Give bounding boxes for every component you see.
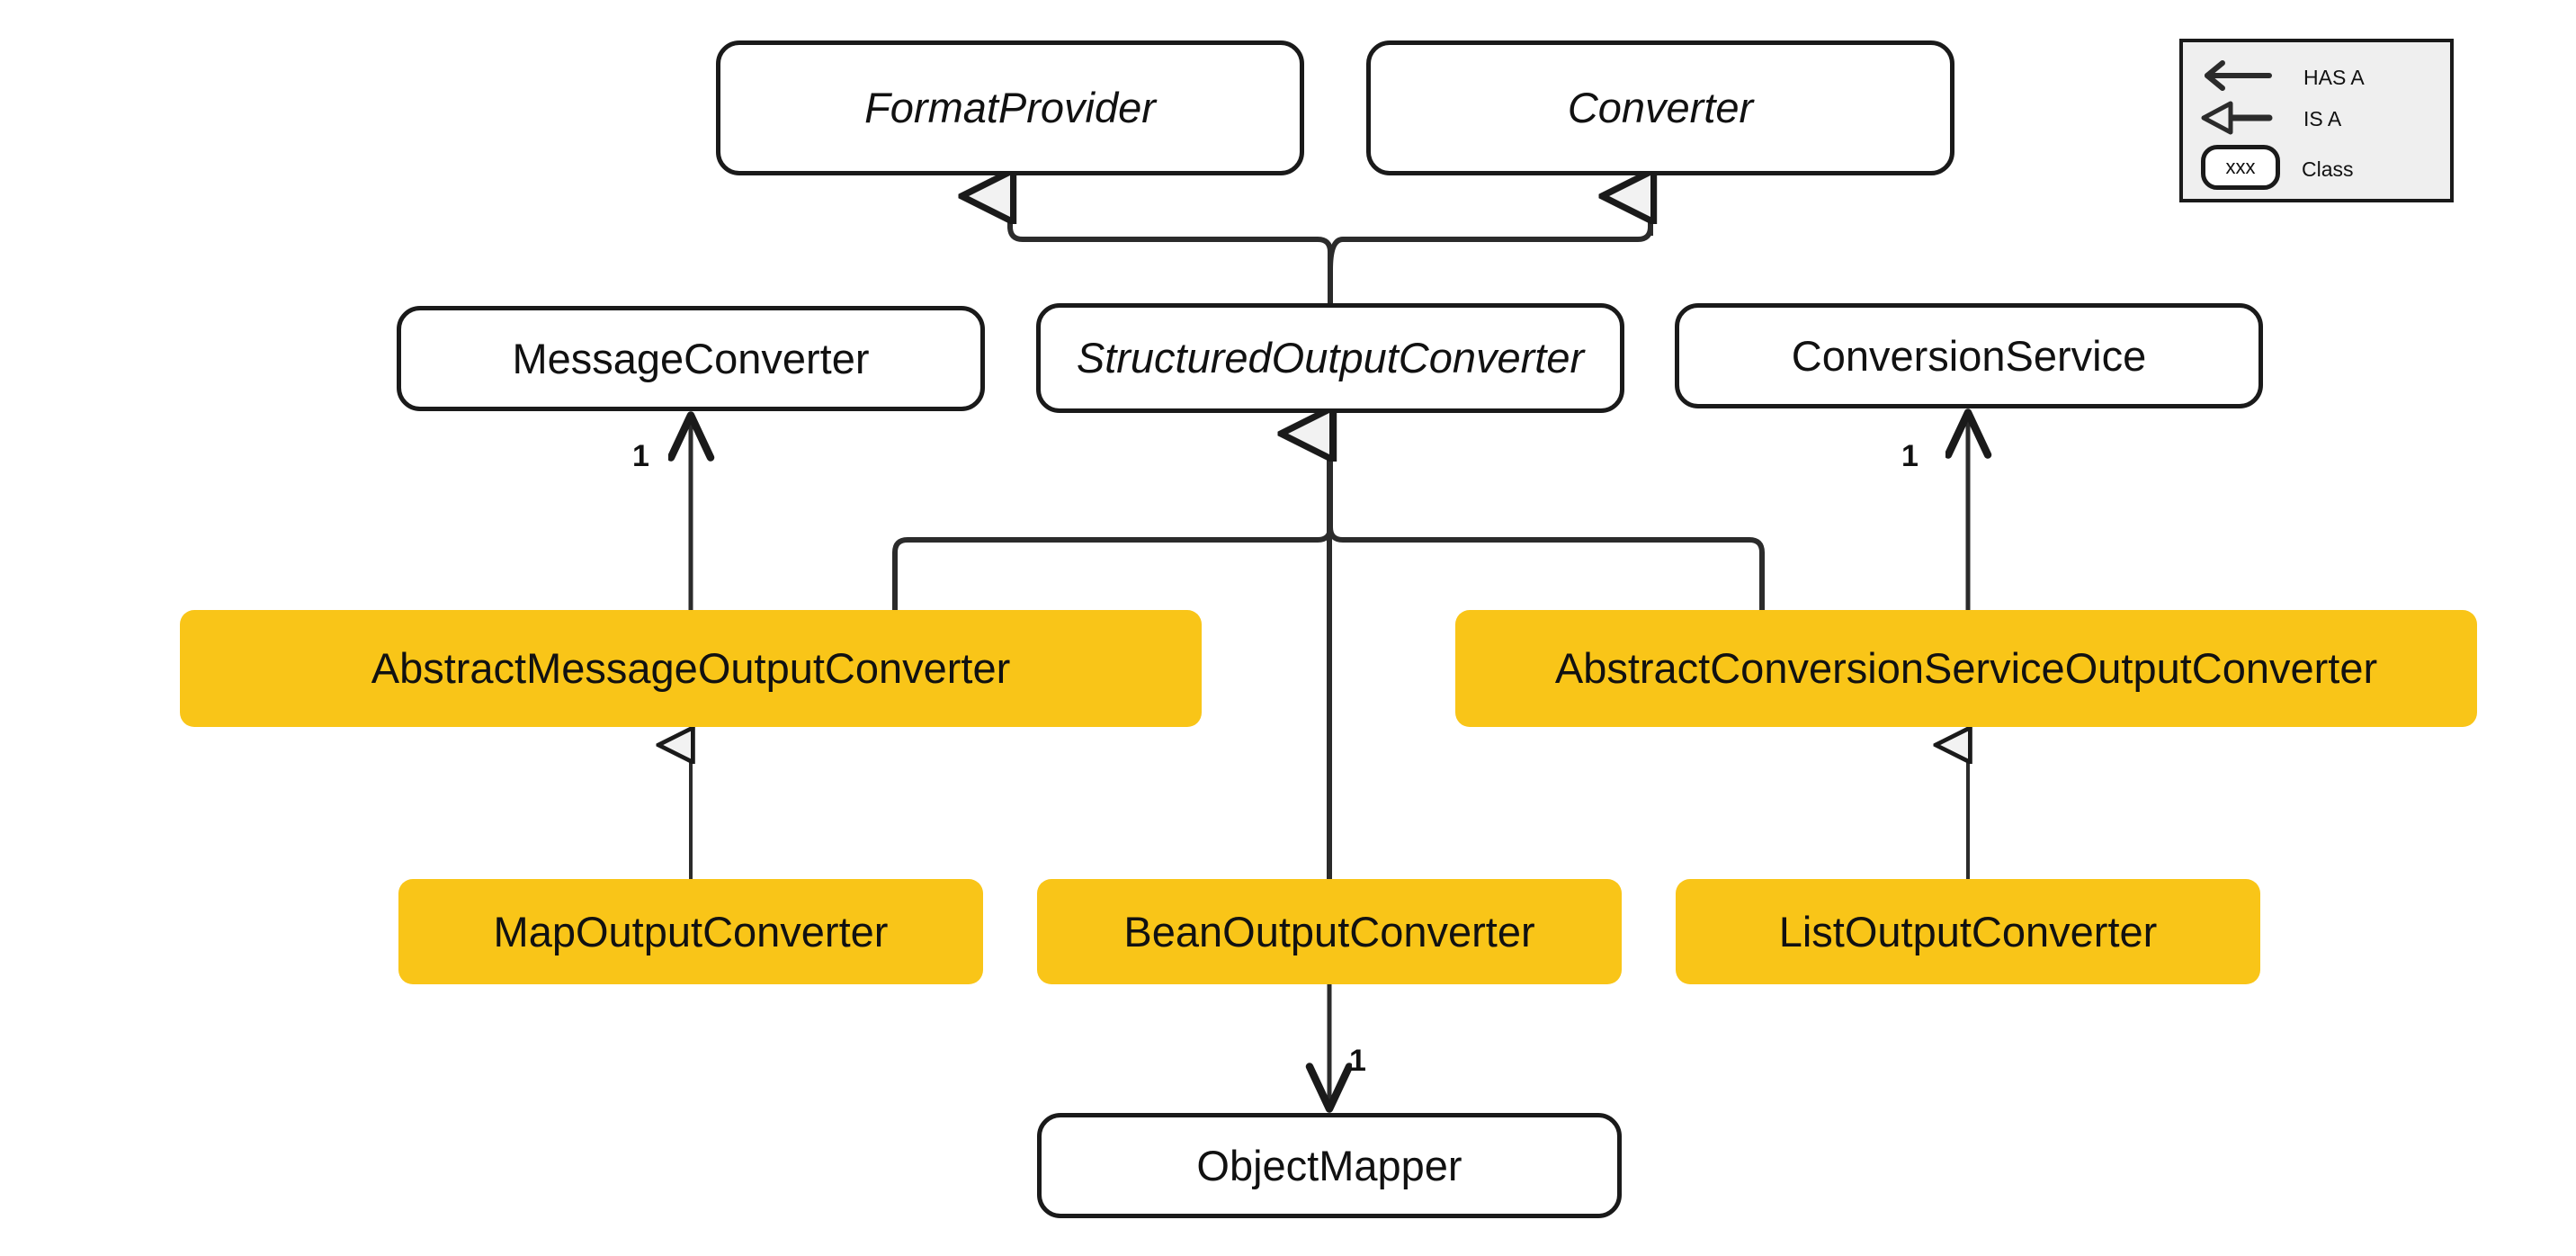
node-mapoutputconverter[interactable]: MapOutputConverter	[398, 879, 983, 984]
node-label-messageconverter: MessageConverter	[512, 334, 870, 382]
edge-structuredoutputconverter-formatprovider	[1010, 196, 1333, 303]
node-label-objectmapper: ObjectMapper	[1196, 1141, 1462, 1189]
edge-structuredoutputconverter-converter	[1328, 196, 1653, 271]
node-abstractmessageoutputconverter[interactable]: AbstractMessageOutputConverter	[180, 610, 1202, 727]
multiplicity-label-conversionservice: 1	[1901, 439, 1919, 473]
node-label-beanoutputconverter: BeanOutputConverter	[1123, 907, 1535, 955]
node-label-conversionservice: ConversionService	[1791, 331, 2147, 380]
hollow-triangle-arrow-icon	[2201, 101, 2273, 135]
node-formatprovider[interactable]: FormatProvider	[716, 40, 1304, 175]
node-label-listoutputconverter: ListOutputConverter	[1778, 907, 2158, 955]
node-structuredoutputconverter[interactable]: StructuredOutputConverter	[1036, 303, 1624, 413]
node-label-structuredoutputconverter: StructuredOutputConverter	[1076, 334, 1585, 382]
legend-label-is-a: IS A	[2303, 107, 2342, 130]
node-beanoutputconverter[interactable]: BeanOutputConverter	[1037, 879, 1622, 984]
open-arrow-icon	[2205, 60, 2272, 91]
legend-panel: xxx HAS A IS A Class	[2179, 39, 2454, 202]
node-listoutputconverter[interactable]: ListOutputConverter	[1676, 879, 2260, 984]
multiplicity-label-messageconverter: 1	[632, 439, 649, 473]
node-conversionservice[interactable]: ConversionService	[1675, 303, 2263, 408]
node-abstractconversionserviceoutputconverter[interactable]: AbstractConversionServiceOutputConverter	[1455, 610, 2477, 727]
node-label-mapoutputconverter: MapOutputConverter	[493, 907, 889, 955]
node-messageconverter[interactable]: MessageConverter	[397, 306, 985, 411]
legend-label-class: Class	[2302, 157, 2354, 181]
legend-symbols	[2201, 60, 2273, 135]
node-label-abstractconversionserviceoutputconverter: AbstractConversionServiceOutputConverter	[1554, 644, 2378, 693]
node-label-abstractmessageoutputconverter: AbstractMessageOutputConverter	[371, 644, 1011, 693]
legend-class-swatch: xxx	[2201, 145, 2280, 190]
node-label-formatprovider: FormatProvider	[864, 84, 1156, 132]
edge-abstractconversionserviceoutputconverter-structuredoutputconverter	[1328, 468, 1765, 610]
node-converter[interactable]: Converter	[1366, 40, 1954, 175]
legend-class-box-text: xxx	[2225, 156, 2256, 178]
edge-abstractmessageoutputconverter-structuredoutputconverter	[892, 434, 1330, 610]
node-objectmapper[interactable]: ObjectMapper	[1037, 1113, 1622, 1218]
node-label-converter: Converter	[1567, 84, 1754, 132]
multiplicity-label-objectmapper: 1	[1349, 1044, 1366, 1078]
legend-label-has-a: HAS A	[2303, 66, 2365, 89]
